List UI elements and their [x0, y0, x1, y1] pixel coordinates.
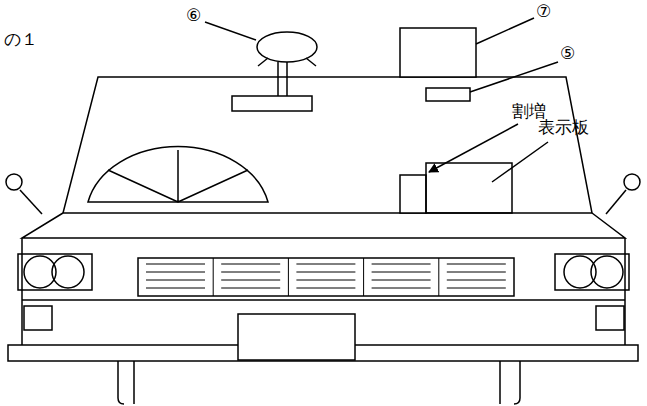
wheel [118, 361, 134, 404]
callout-number: ⑦ [536, 2, 551, 21]
wheel-spokes [108, 150, 248, 202]
callout-number: ⑥ [186, 6, 201, 25]
mirror-arm [606, 190, 626, 214]
headlight [591, 256, 623, 288]
mirror-stem [277, 62, 279, 96]
mirror-stem [286, 62, 288, 96]
leader-line [470, 62, 558, 92]
leader-line [476, 18, 534, 44]
page-number: の１ [4, 30, 38, 49]
leader-line [492, 142, 548, 182]
side-lamp [596, 306, 624, 330]
rear-view-mirror [232, 96, 312, 111]
side-mirror [624, 174, 640, 190]
windshield [63, 77, 592, 213]
body-line [22, 299, 625, 301]
wheel [500, 361, 520, 404]
callout-number: ⑤ [560, 44, 575, 63]
roof-box [400, 28, 476, 77]
headlight-housing [555, 254, 629, 290]
side-mirror [6, 174, 22, 190]
headlight [52, 256, 84, 288]
grille-slats [146, 258, 506, 296]
headlight [24, 256, 56, 288]
leader-line [205, 22, 256, 40]
part-label: 表示板 [538, 118, 589, 137]
mirror-arm [20, 190, 42, 214]
grille [138, 258, 514, 296]
roof-lamp [257, 32, 317, 62]
headlight-housing [18, 254, 92, 290]
lamp-leg [306, 58, 316, 66]
license-plate [238, 314, 355, 360]
arrow-line [429, 124, 518, 172]
hood [22, 213, 625, 238]
side-lamp [24, 306, 52, 330]
surcharge-lamp [400, 175, 426, 213]
small-plate [426, 88, 470, 101]
lamp-leg [258, 58, 268, 66]
display-board [426, 163, 512, 213]
steering-wheel [88, 147, 268, 202]
